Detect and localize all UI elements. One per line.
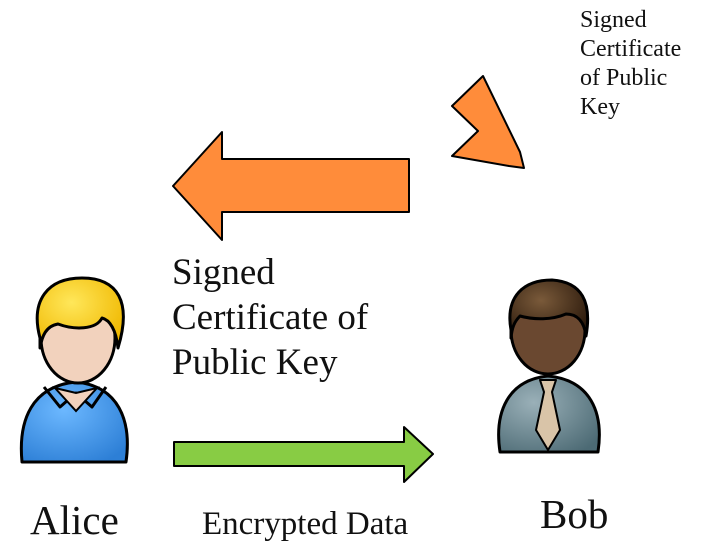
certificate-left-arrow bbox=[172, 131, 410, 241]
certificate-down-arrow bbox=[451, 75, 525, 169]
bob-avatar bbox=[497, 278, 601, 454]
alice-label: Alice bbox=[30, 497, 119, 543]
encrypted-data-label: Encrypted Data bbox=[202, 506, 409, 542]
certificate-label-large-line2: Certificate of bbox=[172, 297, 369, 338]
certificate-label-large: Signed Certificate of Public Key bbox=[172, 250, 368, 385]
certificate-label-small: Signed Certificate of Public Key bbox=[580, 6, 681, 122]
alice-avatar bbox=[19, 276, 129, 464]
bob-label: Bob bbox=[540, 491, 609, 537]
certificate-label-small-line2: Certificate bbox=[580, 36, 682, 62]
certificate-label-large-line3: Public Key bbox=[172, 342, 338, 383]
certificate-label-small-line1: Signed bbox=[580, 7, 647, 33]
certificate-label-small-line3: of Public bbox=[580, 65, 668, 91]
certificate-label-large-line1: Signed bbox=[172, 252, 275, 293]
certificate-label-small-line4: Key bbox=[580, 94, 620, 120]
encrypted-data-arrow bbox=[173, 426, 434, 483]
